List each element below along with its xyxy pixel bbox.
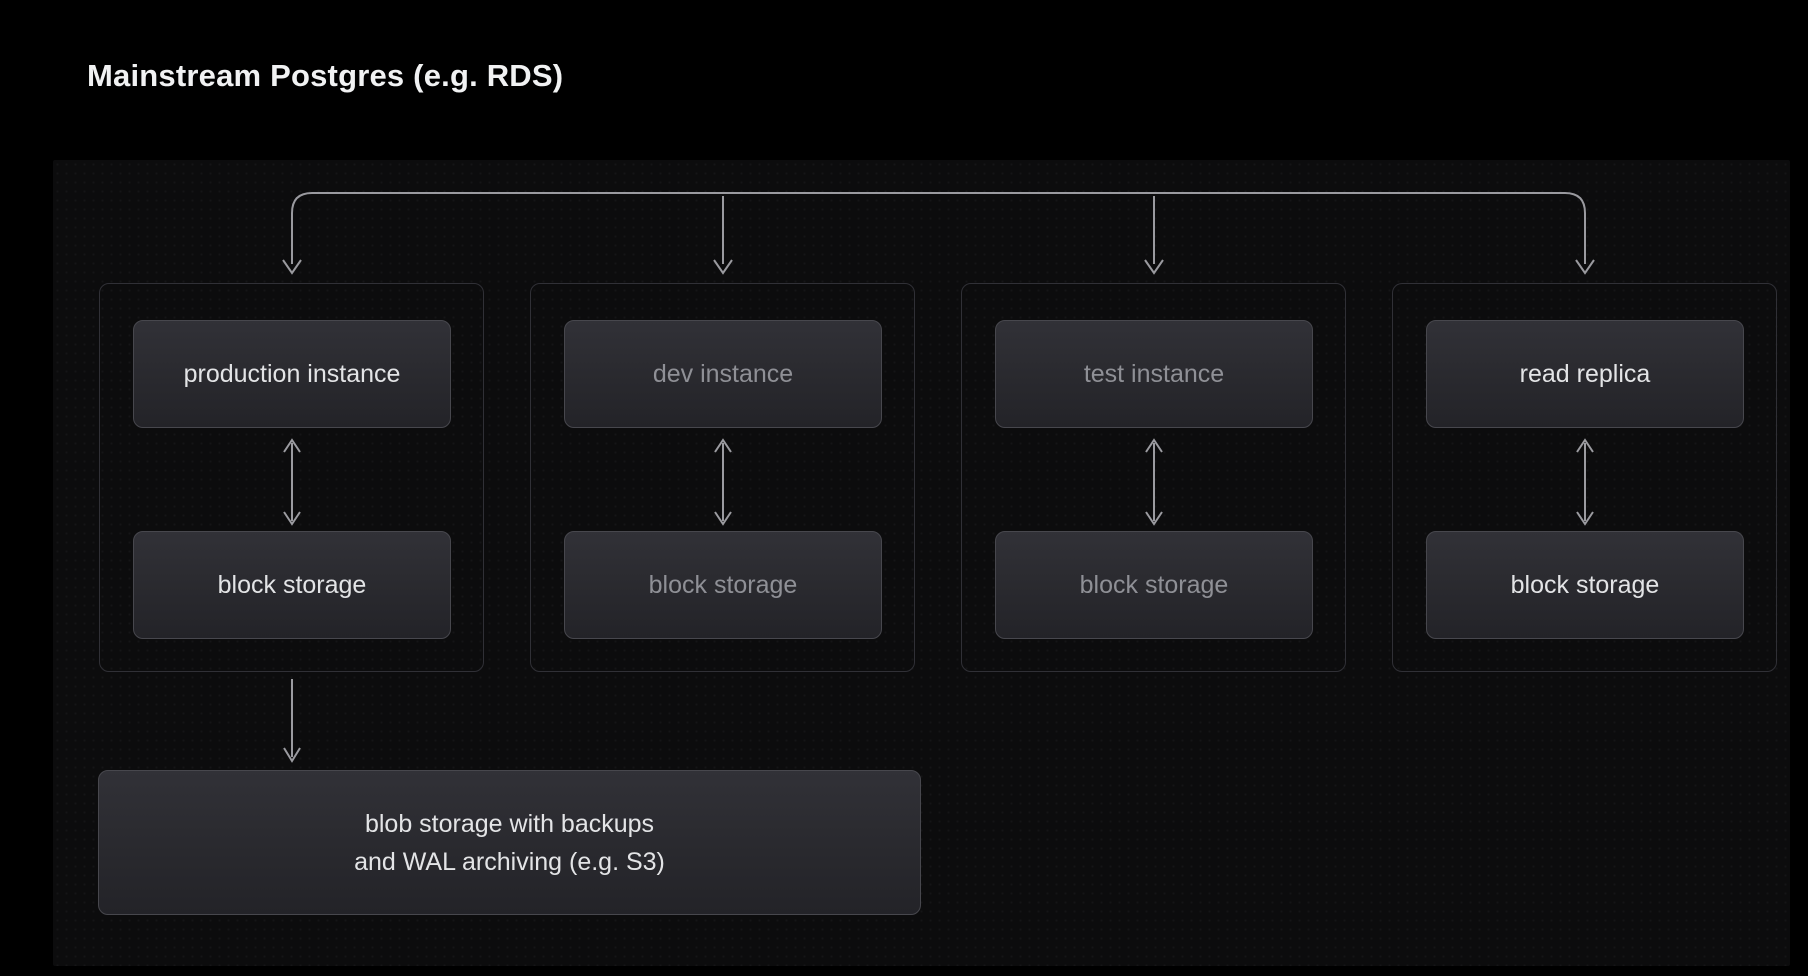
node-label: block storage [648,570,798,599]
node-label: test instance [1083,359,1225,388]
bidirectional-arrow-icon [1575,438,1594,526]
node-label: dev instance [652,359,794,388]
bidirectional-arrow-icon [1144,438,1163,526]
node-label: block storage [1510,570,1660,599]
blob-storage-label-line2: and WAL archiving (e.g. S3) [354,847,665,876]
node-test-instance: test instance [995,320,1313,428]
column-production: production instance block storage [99,283,484,672]
node-dev-instance: dev instance [564,320,882,428]
node-read-replica: read replica [1426,320,1744,428]
node-blob-storage: blob storage with backups and WAL archiv… [98,770,921,915]
columns-row: production instance block storage dev in… [99,283,1777,672]
column-dev: dev instance block storage [530,283,915,672]
down-arrowhead-icon [713,259,733,275]
down-arrowhead-icon [1575,259,1595,275]
fan-out-connector [282,192,1595,275]
down-arrow-icon [283,679,301,763]
column-read-replica: read replica block storage [1392,283,1777,672]
bidirectional-arrow-icon [282,438,301,526]
node-label: block storage [1079,570,1229,599]
node-label: production instance [183,359,401,388]
node-label: read replica [1519,359,1651,388]
diagram-panel: production instance block storage dev in… [53,160,1790,966]
node-production-instance: production instance [133,320,451,428]
node-block-storage-production: block storage [133,531,451,639]
blob-storage-label-line1: blob storage with backups [364,809,655,838]
down-arrowhead-icon [1144,259,1164,275]
node-block-storage-dev: block storage [564,531,882,639]
column-test: test instance block storage [961,283,1346,672]
bidirectional-arrow-icon [713,438,732,526]
node-block-storage-test: block storage [995,531,1313,639]
down-arrowhead-icon [282,259,302,275]
node-block-storage-replica: block storage [1426,531,1744,639]
node-label: block storage [217,570,367,599]
diagram-title: Mainstream Postgres (e.g. RDS) [87,58,564,93]
